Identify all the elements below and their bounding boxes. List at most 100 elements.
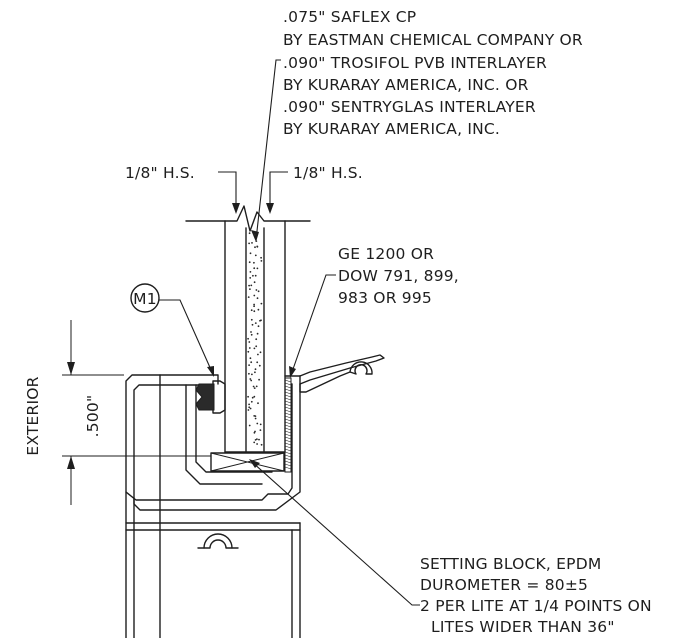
interlayer-dot <box>250 309 253 312</box>
sealant-hatch-line <box>284 394 292 398</box>
gasket-tag-bubble <box>130 283 160 313</box>
interlayer-dot <box>254 274 257 277</box>
frame-exterior-wall-outer <box>159 374 219 638</box>
sealant-note-line-2: DOW 791, 899, <box>338 267 459 285</box>
interlayer-dot <box>254 430 256 433</box>
interlayer-stipple <box>247 232 263 446</box>
interlayer-dot <box>255 385 258 388</box>
glazing-stop-spline <box>349 361 373 375</box>
frame-sill-floor <box>125 383 293 501</box>
frame-pocket-left-outer <box>185 384 263 485</box>
setting-block <box>210 452 285 472</box>
sealant-hatch-line <box>284 382 292 386</box>
setting-block-note-line-4: LITES WIDER THAN 36" <box>431 618 615 636</box>
setting-block-x2 <box>210 452 285 472</box>
interlayer-dot <box>257 402 259 405</box>
sealant-hatch-line <box>284 433 292 437</box>
interlayer-dot <box>256 361 259 364</box>
sealant-hatch-line <box>284 406 292 410</box>
interlayer-dot <box>254 415 257 417</box>
interlayer-dot <box>253 441 256 444</box>
interlayer-dot <box>249 271 252 273</box>
glass-right-label: 1/8" H.S. <box>293 164 363 182</box>
interlayer-note-line-1: .075" SAFLEX CP <box>283 8 416 26</box>
interlayer-note: .075" SAFLEX CP BY EASTMAN CHEMICAL COMP… <box>283 8 583 138</box>
interlayer-dot <box>260 319 262 322</box>
interlayer-dot <box>250 331 252 333</box>
gasket-body <box>212 380 226 414</box>
frame-pocket-left <box>195 384 273 473</box>
sealant-hatch-line <box>284 466 292 470</box>
sealant-hatch-line <box>284 448 292 452</box>
glass-break-line <box>185 205 311 232</box>
sealant-note-line-3: 983 OR 995 <box>338 289 432 307</box>
frame-sill-floor-under <box>133 375 301 511</box>
interlayer-dot <box>253 347 256 350</box>
interlayer-dot <box>253 310 256 313</box>
interlayer-dot <box>256 245 259 248</box>
interlayer-dot <box>254 254 257 257</box>
setting-block-note: SETTING BLOCK, EPDM DUROMETER = 80±5 2 P… <box>420 555 652 636</box>
aluminum-frame <box>125 374 301 638</box>
interlayer-note-line-3: .090" TROSIFOL PVB INTERLAYER <box>283 54 547 72</box>
interlayer-dot <box>249 277 252 279</box>
interlayer-dot <box>249 357 252 360</box>
interlayer-dot <box>254 439 257 441</box>
interlayer-dot <box>253 294 256 297</box>
interlayer-dot <box>250 400 253 403</box>
sealant-hatch-line <box>284 445 292 449</box>
interlayer-dot <box>254 246 256 249</box>
interlayer-dot <box>257 325 260 328</box>
interlayer-dot <box>256 422 259 425</box>
sealant-hatch-line <box>284 412 292 416</box>
sealant-hatch-line <box>284 454 292 458</box>
setting-block-leader-arrow <box>249 459 260 468</box>
sealant-note: GE 1200 OR DOW 791, 899, 983 OR 995 <box>338 245 459 307</box>
interlayer-dot <box>260 260 263 262</box>
sealant-hatch-line <box>284 391 292 395</box>
interlayer-dot <box>253 395 256 398</box>
frame-exterior-face-inner <box>133 384 214 638</box>
interlayer-dot <box>249 252 252 255</box>
interlayer-note-line-2: BY EASTMAN CHEMICAL COMPANY OR <box>283 31 583 49</box>
setting-block-leader <box>251 461 420 606</box>
sealant-hatch-line <box>284 397 292 401</box>
sealant-leader-arrow <box>289 366 296 378</box>
sealant-hatch-line <box>284 430 292 434</box>
interlayer-dot <box>256 267 259 270</box>
interlayer-dot <box>250 318 253 321</box>
frame-screw-spline <box>203 533 233 549</box>
interlayer-dot <box>248 403 251 406</box>
interlayer-dot <box>247 337 250 340</box>
glazing-stop-arm <box>299 354 385 385</box>
dimension-label: .500" <box>84 395 102 438</box>
interlayer-dot <box>259 351 262 354</box>
interlayer-dot <box>253 387 256 389</box>
interlayer-dot <box>255 240 258 243</box>
interlayer-dot <box>250 361 253 364</box>
interlayer-dot <box>248 364 251 366</box>
interlayer-dot <box>253 303 256 306</box>
interlayer-dot <box>249 288 251 290</box>
interlayer-dot <box>256 332 259 335</box>
interlayer-leader <box>255 59 281 241</box>
sealant-hatch-line <box>284 385 292 389</box>
gasket-fins <box>195 383 215 411</box>
glass-left-leader <box>218 171 237 205</box>
glass-right-leader <box>269 171 288 205</box>
interlayer-dot <box>254 322 257 324</box>
gasket-tag-label: M1 <box>133 290 157 308</box>
interlayer-dot <box>253 281 256 284</box>
interlayer-dot <box>254 417 257 420</box>
interlayer-dot <box>252 274 254 277</box>
interlayer-dot <box>248 341 251 343</box>
sealant-leader <box>291 274 336 373</box>
interlayer-dot <box>248 261 251 264</box>
interlayer-dot <box>248 242 251 245</box>
sealant-hatch-line <box>284 379 292 383</box>
sealant-hatch-line <box>284 460 292 464</box>
glass-right-arrow <box>266 203 274 214</box>
interlayer-dot <box>248 284 251 287</box>
interlayer-dot <box>250 333 253 336</box>
